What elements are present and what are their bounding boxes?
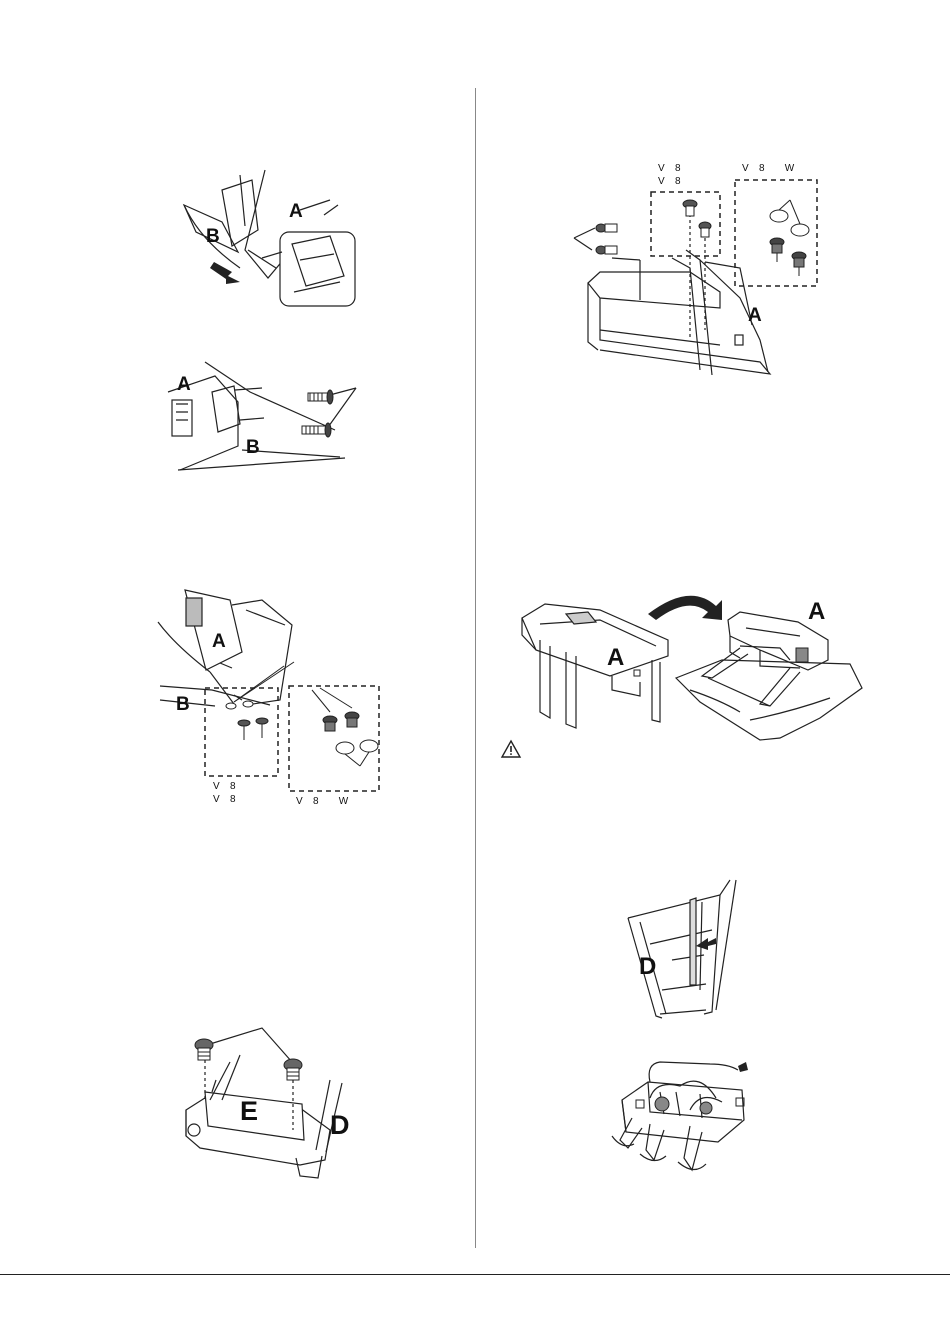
figure-8-drawing [0,0,950,1342]
